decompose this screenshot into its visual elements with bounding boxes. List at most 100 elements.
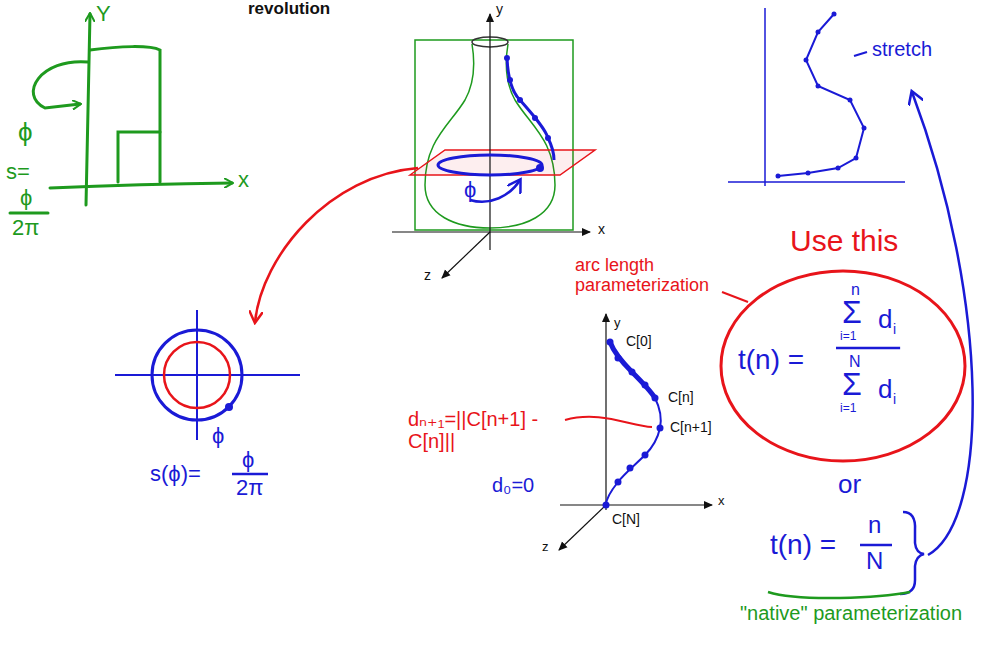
formula-text: 2π (236, 476, 263, 500)
curve-point (816, 30, 821, 35)
z-axis (442, 232, 490, 278)
annotation: or (838, 470, 861, 499)
point-label: C[0] (626, 334, 652, 349)
sample-dot (507, 77, 513, 83)
formula-text: s= (6, 160, 30, 184)
curve-point (607, 339, 614, 346)
fraction-bar (232, 473, 268, 476)
axis-label: z (542, 540, 549, 554)
fraction-bar (860, 544, 892, 547)
x-axis (50, 183, 232, 188)
axis-label: Y (96, 2, 111, 26)
sample-dot (532, 115, 538, 121)
stretch-figure (728, 8, 905, 186)
x-axis (560, 504, 712, 505)
y-axis (489, 14, 490, 250)
bracket (900, 512, 924, 594)
curve-point (615, 479, 622, 486)
measured-curve (610, 342, 655, 398)
curve-point (652, 395, 659, 402)
point-label: C[N] (612, 512, 640, 527)
curve-figure (559, 314, 712, 550)
inner-circle (164, 342, 230, 408)
stretched-polyline (778, 14, 864, 176)
highlight-ellipse: Use thist(n) =nΣi=1diNΣi=1di (718, 226, 968, 466)
curve-point (816, 84, 821, 89)
curve-point (603, 502, 610, 509)
formula-text: N (866, 548, 883, 574)
angle-arrow (470, 180, 520, 202)
x-axis (728, 181, 905, 183)
axis-label: x (598, 222, 605, 237)
curve-point (657, 425, 664, 432)
subscript: i (893, 322, 896, 336)
angle-symbol: ϕ (18, 118, 33, 147)
axis-label: x (718, 494, 725, 508)
curve-point (776, 174, 781, 179)
distance-formula: dₙ₊₁=||C[n+1] -C[n]|| (408, 408, 558, 452)
formula-text: t(n) = (738, 346, 804, 374)
formula-text: s(ϕ)= (150, 462, 201, 486)
sum-symbol: Σ (842, 368, 862, 400)
slide-title: revolution (248, 0, 330, 19)
axis-label: z (424, 268, 431, 283)
formula-text: d (878, 376, 892, 402)
sample-dots (504, 55, 551, 172)
view-arrow (255, 168, 418, 322)
revolution-sketch (10, 14, 232, 213)
curve-point (627, 465, 634, 472)
profile-curve (118, 132, 160, 182)
curve-point (642, 452, 649, 459)
annotation: "native" parameterization (740, 602, 962, 624)
curve-point (806, 171, 811, 176)
z-axis (559, 505, 606, 550)
point-label: C[n] (668, 390, 694, 405)
curve-point (804, 58, 809, 63)
ellipse-outline (721, 271, 965, 461)
point-label: C[n+1] (670, 420, 712, 435)
curve-point (862, 126, 867, 131)
curve-point (832, 12, 837, 17)
circle-view (115, 310, 300, 474)
sum-limit: i=1 (840, 330, 856, 342)
profile-curve (90, 47, 160, 182)
formula-text: n (868, 512, 881, 538)
subscript: i (893, 392, 896, 406)
sample-dot (536, 164, 544, 172)
leader-line (565, 417, 652, 427)
x-axis (392, 231, 590, 232)
curve-point (854, 156, 859, 161)
sum-symbol: Σ (842, 296, 862, 328)
curve (606, 398, 661, 505)
axis-label: y (496, 2, 503, 17)
rotation-arrow (33, 62, 88, 108)
angle-symbol: ϕ (464, 178, 476, 202)
leader-line (854, 52, 867, 56)
sum-limit: i=1 (840, 402, 856, 414)
sample-dot (517, 97, 523, 103)
y-axis (605, 314, 606, 510)
x-axis (115, 374, 300, 376)
outer-circle (152, 330, 242, 420)
result-arrow (912, 92, 973, 555)
formula-text: ϕ (20, 186, 32, 210)
curve-point (836, 166, 841, 171)
profile-plane (415, 40, 573, 230)
formula-text: d₀=0 (492, 474, 534, 496)
vase-figure (392, 14, 595, 278)
fraction-bar (10, 212, 48, 215)
polyline-points (776, 12, 867, 179)
curve-point (848, 98, 853, 103)
annotation: stretch (872, 38, 932, 60)
leader-line (722, 292, 748, 302)
formula-text: 2π (12, 216, 39, 240)
profile-samples (507, 58, 554, 160)
y-axis (764, 8, 766, 186)
slice-circle (438, 155, 542, 175)
formula-text: d (878, 306, 892, 332)
underline (768, 592, 910, 598)
curve-point (615, 355, 622, 362)
heading-text: Use this (790, 226, 898, 256)
fraction-bar (836, 347, 900, 350)
